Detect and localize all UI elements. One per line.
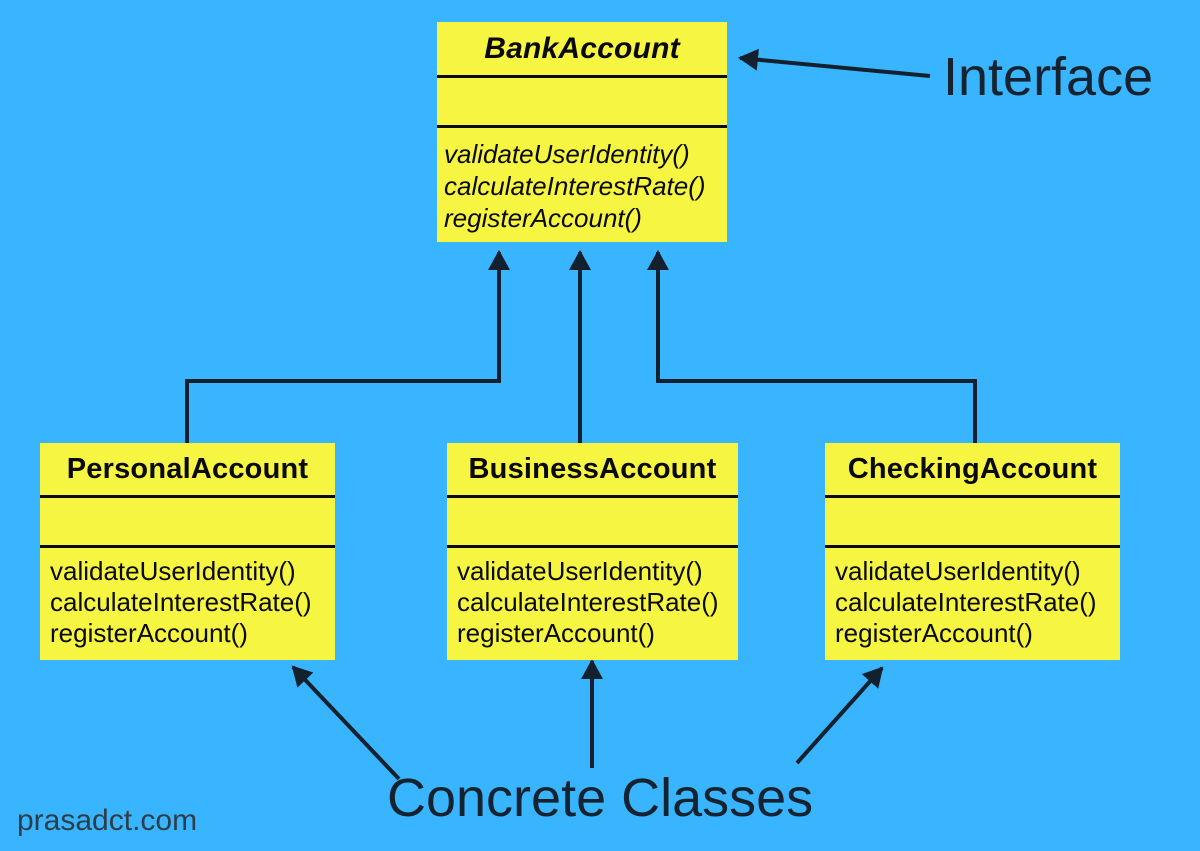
method-item: calculateInterestRate() bbox=[457, 587, 719, 617]
concrete-callout-arrow-checkingaccount bbox=[795, 666, 884, 765]
class-attributes-personalaccount bbox=[40, 498, 335, 548]
method-item: validateUserIdentity() bbox=[457, 556, 703, 586]
class-methods-personalaccount: validateUserIdentity() calculateInterest… bbox=[40, 548, 335, 660]
class-title-bankaccount: BankAccount bbox=[437, 22, 727, 78]
class-box-personalaccount: PersonalAccount validateUserIdentity() c… bbox=[40, 443, 335, 660]
concrete-callout-arrow-personalaccount bbox=[291, 665, 401, 781]
method-item: calculateInterestRate() bbox=[50, 587, 312, 617]
class-attributes-businessaccount bbox=[447, 498, 738, 548]
method-item: calculateInterestRate() bbox=[444, 171, 706, 201]
interface-annotation-label: Interface bbox=[943, 47, 1154, 107]
interface-callout-arrow bbox=[738, 48, 931, 78]
class-box-bankaccount: BankAccount validateUserIdentity() calcu… bbox=[437, 22, 727, 242]
watermark-text: prasadct.com bbox=[17, 804, 198, 837]
concrete-classes-annotation-label: Concrete Classes bbox=[387, 768, 814, 828]
class-title-checkingaccount: CheckingAccount bbox=[825, 443, 1120, 498]
method-item: registerAccount() bbox=[444, 203, 642, 233]
connector-personalaccount-to-bankaccount-arrow bbox=[185, 250, 510, 443]
method-item: validateUserIdentity() bbox=[50, 556, 296, 586]
class-box-checkingaccount: CheckingAccount validateUserIdentity() c… bbox=[825, 443, 1120, 660]
class-methods-businessaccount: validateUserIdentity() calculateInterest… bbox=[447, 548, 738, 660]
class-attributes-checkingaccount bbox=[825, 498, 1120, 548]
method-item: validateUserIdentity() bbox=[444, 139, 690, 169]
class-methods-checkingaccount: validateUserIdentity() calculateInterest… bbox=[825, 548, 1120, 660]
class-attributes-bankaccount bbox=[437, 78, 727, 128]
method-item: calculateInterestRate() bbox=[835, 587, 1097, 617]
method-item: registerAccount() bbox=[457, 618, 655, 648]
connector-checkingaccount-to-bankaccount-arrow bbox=[647, 250, 977, 443]
class-box-businessaccount: BusinessAccount validateUserIdentity() c… bbox=[447, 443, 738, 660]
method-item: registerAccount() bbox=[835, 618, 1033, 648]
method-item: registerAccount() bbox=[50, 618, 248, 648]
class-methods-bankaccount: validateUserIdentity() calculateInterest… bbox=[437, 128, 727, 242]
class-title-businessaccount: BusinessAccount bbox=[447, 443, 738, 498]
method-item: validateUserIdentity() bbox=[835, 556, 1081, 586]
class-title-personalaccount: PersonalAccount bbox=[40, 443, 335, 498]
